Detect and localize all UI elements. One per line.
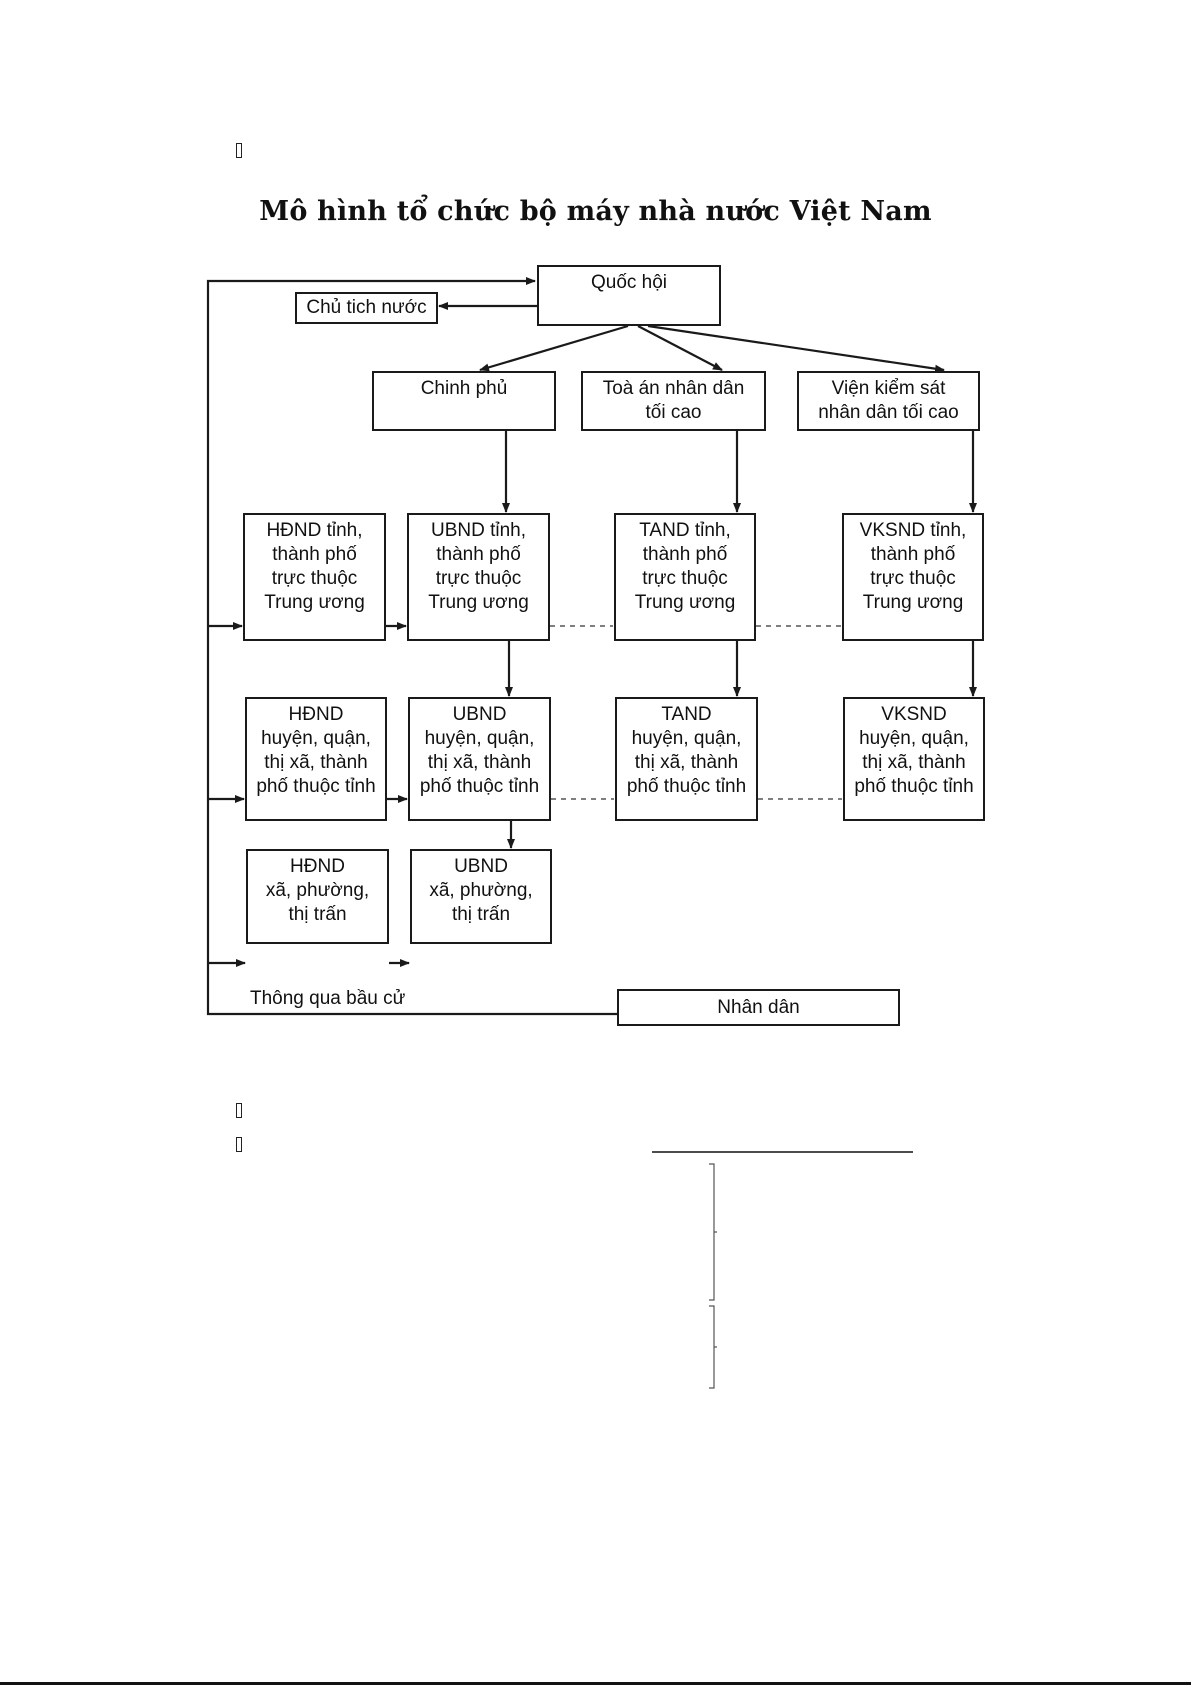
label-toa-an-toi-cao: Toà án nhân dân tối cao: [602, 378, 745, 423]
page-bottom-edge: [0, 1682, 1191, 1685]
label-chu-tich-nuoc: Chủ tich nước: [306, 297, 427, 318]
box-ubnd-commune: UBND xã, phường, thị trấn: [410, 849, 552, 944]
box-hdnd-province: HĐND tỉnh, thành phố trực thuộc Trung ươ…: [243, 513, 386, 641]
label-ubnd-commune: UBND xã, phường, thị trấn: [429, 856, 533, 925]
box-nhan-dan: Nhân dân: [617, 989, 900, 1026]
placeholder-glyph-mid-1: [236, 1103, 242, 1118]
label-tand-province: TAND tỉnh, thành phố trực thuộc Trung ươ…: [634, 520, 736, 613]
edge-qh-to-court: [637, 325, 723, 371]
box-hdnd-district: HĐND huyện, quận, thị xã, thành phố thuộ…: [245, 697, 387, 821]
label-tand-district: TAND huyện, quận, thị xã, thành phố thuộ…: [626, 704, 747, 797]
diagram-title: Mô hình tổ chức bộ máy nhà nước Việt Nam: [259, 196, 932, 227]
label-quoc-hoi: Quốc hội: [590, 272, 668, 293]
label-hdnd-district: HĐND huyện, quận, thị xã, thành phố thuộ…: [256, 704, 376, 797]
placeholder-glyph-top: [236, 143, 242, 158]
box-vksnd-district: VKSND huyện, quận, thị xã, thành phố thu…: [843, 697, 985, 821]
box-tand-province: TAND tỉnh, thành phố trực thuộc Trung ươ…: [614, 513, 756, 641]
box-vien-kiem-sat-toi-cao: Viện kiểm sát nhân dân tối cao: [797, 371, 980, 431]
box-toa-an-toi-cao: Toà án nhân dân tối cao: [581, 371, 766, 431]
placeholder-glyph-mid-2: [236, 1137, 242, 1152]
box-ubnd-province: UBND tỉnh, thành phố trực thuộc Trung ươ…: [407, 513, 550, 641]
box-vksnd-province: VKSND tỉnh, thành phố trực thuộc Trung ư…: [842, 513, 984, 641]
edge-qh-to-government: [479, 324, 629, 372]
election-loop-line: [206, 277, 617, 1016]
label-ubnd-district: UBND huyện, quận, thị xã, thành phố thuộ…: [419, 704, 540, 797]
edge-qh-to-procuracy: [647, 324, 945, 373]
label-ubnd-province: UBND tỉnh, thành phố trực thuộc Trung ươ…: [428, 520, 529, 613]
box-chinh-phu: Chinh phủ: [372, 371, 556, 431]
label-nhan-dan: Nhân dân: [717, 997, 800, 1018]
brace-2: [709, 1305, 717, 1389]
brace-1: [709, 1163, 717, 1301]
label-hdnd-province: HĐND tỉnh, thành phố trực thuộc Trung ươ…: [264, 520, 365, 613]
box-quoc-hoi: Quốc hội: [537, 265, 721, 326]
box-tand-district: TAND huyện, quận, thị xã, thành phố thuộ…: [615, 697, 758, 821]
label-vksnd-province: VKSND tỉnh, thành phố trực thuộc Trung ư…: [859, 520, 967, 613]
box-ubnd-district: UBND huyện, quận, thị xã, thành phố thuộ…: [408, 697, 551, 821]
label-chinh-phu: Chinh phủ: [420, 378, 508, 399]
label-vien-kiem-sat-toi-cao: Viện kiểm sát nhân dân tối cao: [818, 378, 959, 423]
box-chu-tich-nuoc: Chủ tich nước: [295, 292, 438, 324]
box-hdnd-commune: HĐND xã, phường, thị trấn: [246, 849, 389, 944]
label-vksnd-district: VKSND huyện, quận, thị xã, thành phố thu…: [854, 704, 974, 797]
label-hdnd-commune: HĐND xã, phường, thị trấn: [265, 856, 370, 925]
label-election: Thông qua bầu cử: [250, 988, 406, 1009]
